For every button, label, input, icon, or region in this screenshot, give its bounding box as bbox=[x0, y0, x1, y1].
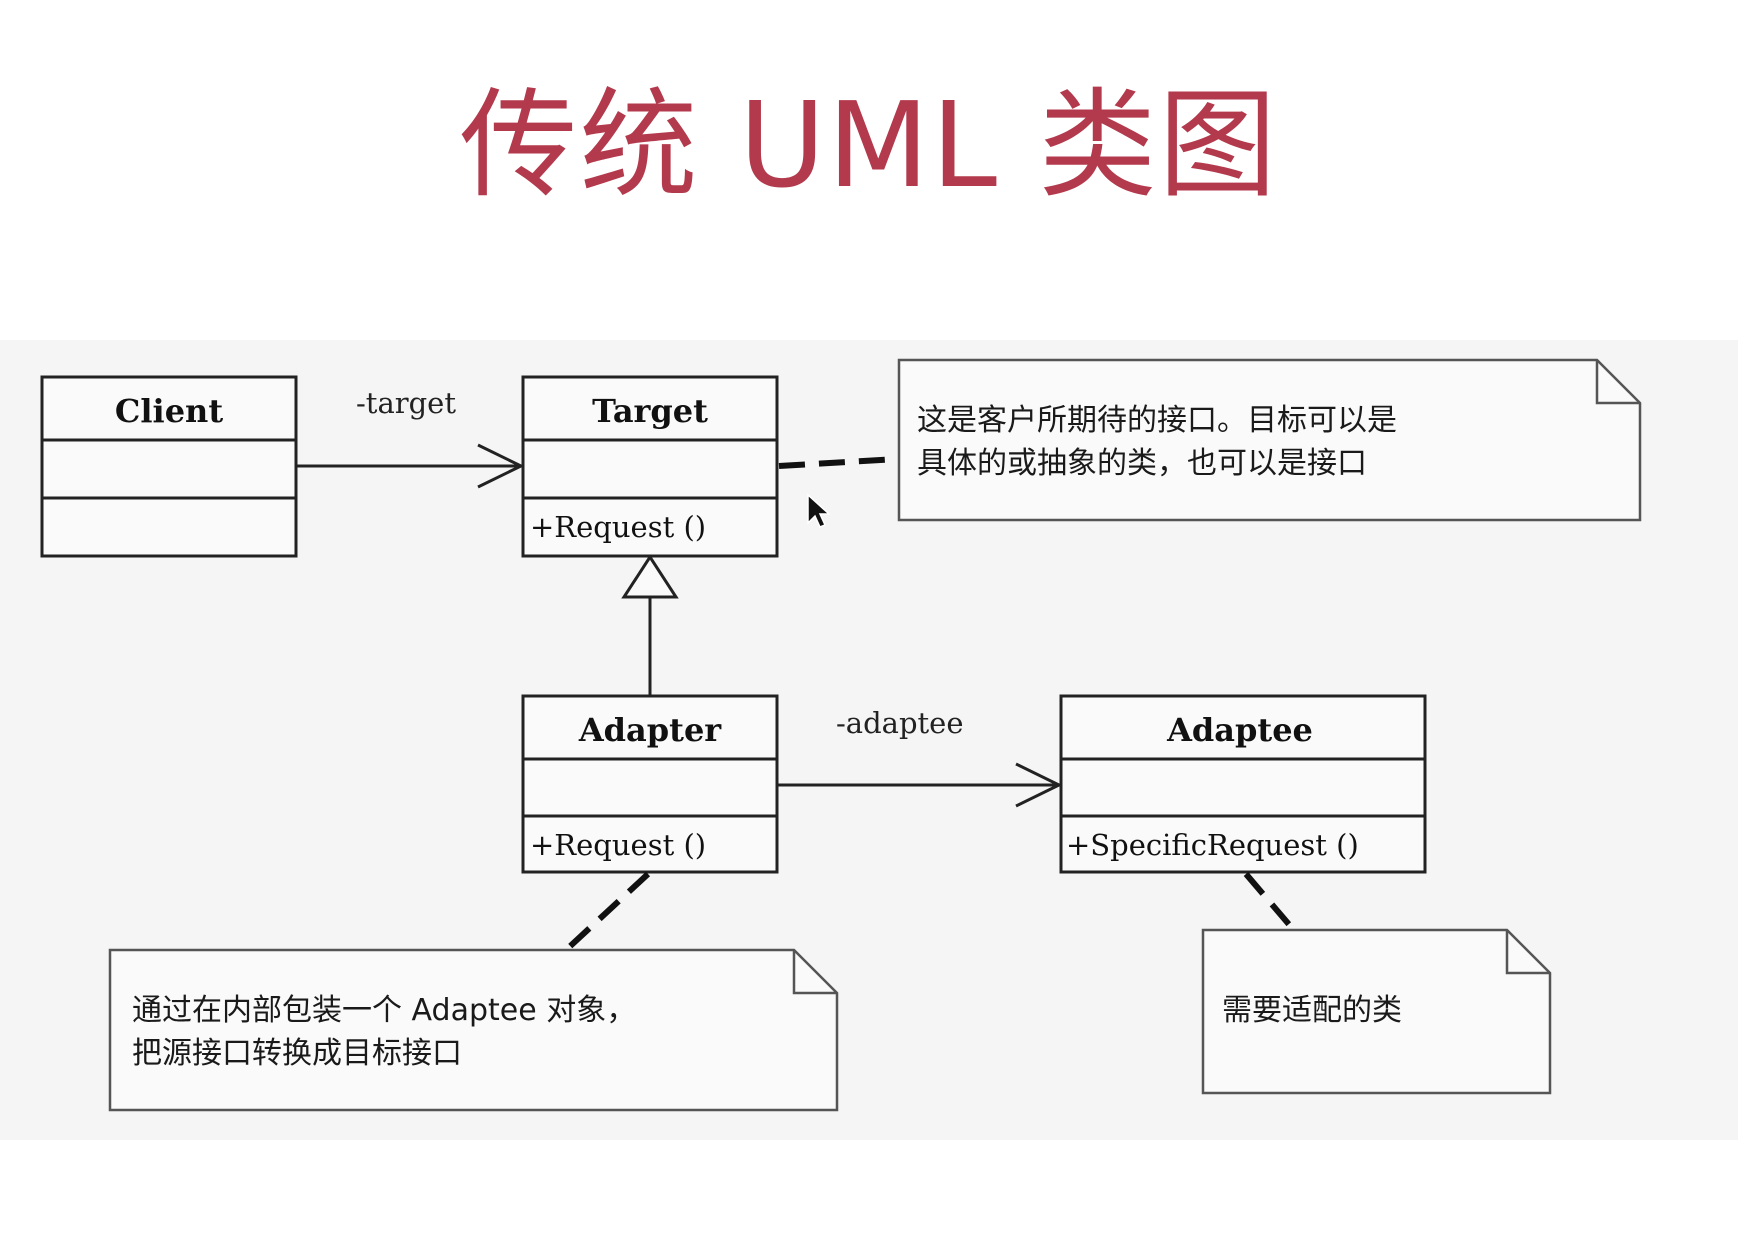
class-client: Client bbox=[40, 375, 298, 558]
class-client-name: Client bbox=[115, 392, 223, 430]
class-adaptee: Adaptee +SpecificRequest () bbox=[1059, 694, 1427, 874]
note-target: 这是客户所期待的接口。目标可以是 具体的或抽象的类，也可以是接口 bbox=[897, 358, 1642, 522]
class-adaptee-name: Adaptee bbox=[1166, 711, 1313, 749]
note-adaptee-line-1: 需要适配的类 bbox=[1222, 993, 1402, 1028]
class-target-operation: +Request () bbox=[530, 510, 706, 544]
note-adaptee: 需要适配的类 bbox=[1201, 928, 1552, 1095]
note-adapter: 通过在内部包装一个 Adaptee 对象， 把源接口转换成目标接口 bbox=[108, 948, 839, 1112]
generalization-adapter-target bbox=[621, 554, 679, 696]
note-adapter-line-1: 通过在内部包装一个 Adaptee 对象， bbox=[132, 993, 636, 1028]
mouse-pointer-icon bbox=[807, 493, 831, 528]
class-adapter: Adapter +Request () bbox=[521, 694, 779, 874]
role-label-adaptee: -adaptee bbox=[836, 706, 963, 740]
note-target-line-1: 这是客户所期待的接口。目标可以是 bbox=[917, 403, 1397, 438]
note-anchor-adaptee bbox=[1243, 872, 1295, 930]
note-target-line-2: 具体的或抽象的类，也可以是接口 bbox=[917, 446, 1367, 481]
note-adapter-line-2: 把源接口转换成目标接口 bbox=[132, 1036, 462, 1071]
association-client-target: -target bbox=[296, 386, 525, 489]
page-title: 传统 UML 类图 bbox=[459, 76, 1279, 214]
class-target: Target +Request () bbox=[521, 375, 779, 558]
class-adaptee-operation: +SpecificRequest () bbox=[1066, 828, 1359, 862]
class-adapter-operation: +Request () bbox=[530, 828, 706, 862]
class-adapter-name: Adapter bbox=[578, 711, 722, 749]
class-target-name: Target bbox=[592, 392, 708, 430]
note-anchor-adapter bbox=[563, 871, 651, 953]
role-label-target: -target bbox=[356, 386, 456, 420]
note-anchor-target bbox=[778, 456, 898, 469]
association-adapter-adaptee: -adaptee bbox=[777, 706, 1063, 808]
